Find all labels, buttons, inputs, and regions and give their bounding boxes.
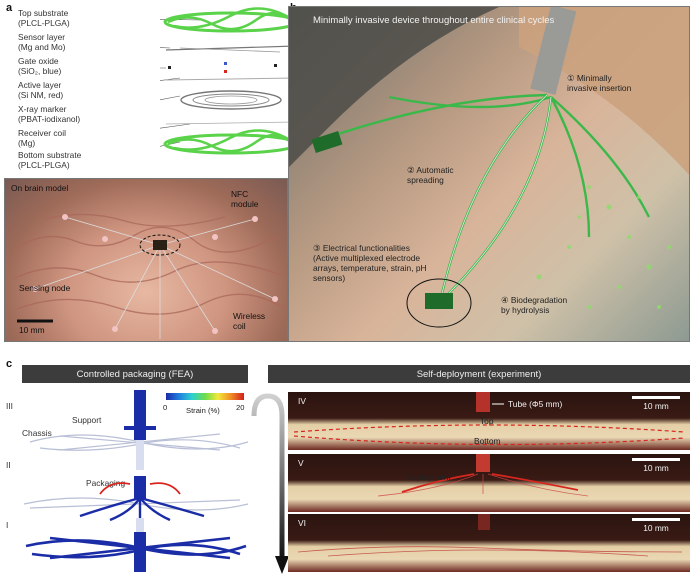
panel-letter-c: c [6, 358, 13, 370]
panel-letter-a: a [6, 2, 13, 14]
brain-model-title: On brain model [11, 183, 69, 193]
experiment-v-drawing [377, 454, 589, 497]
active-layer [165, 77, 297, 81]
fea-simulation-stages [23, 390, 249, 572]
layer-label-receiver-coil: Receiver coil(Mg) [18, 128, 66, 148]
bottom-substrate-layer [163, 129, 299, 155]
sensing-node-label: Sensing node [19, 283, 71, 293]
electrode-callout [406, 278, 472, 328]
layer-label-sensor-layer: Sensor layer(Mg and Mo) [18, 32, 66, 52]
step-electrical-functionalities: ③ Electrical functionalities (Active mul… [313, 243, 427, 283]
xray-marker-layer [180, 90, 282, 110]
stage-label-i: I [6, 520, 9, 530]
scale-bar-v: 10 mm [632, 458, 680, 473]
experiment-label-v: V [298, 458, 304, 468]
experiment-photo-iv: IV Tube (Φ5 mm) Top Bottom 10 mm [288, 392, 690, 450]
packaging-arrow-right [149, 482, 181, 495]
experiment-label-iv: IV [298, 396, 306, 406]
colorbar-label: Strain (%) [186, 406, 220, 415]
layer-label-bottom-substrate: Bottom substrate(PLCL-PLGA) [18, 150, 82, 170]
sequence-arrow [251, 393, 288, 574]
support-label: Support [72, 415, 102, 425]
receiver-coil-layer [165, 121, 297, 125]
layer-label-xray-marker: X-ray marker(PBAT-iodixanol) [18, 104, 81, 124]
sensor-layer [165, 45, 297, 53]
deployment-arrow-right [491, 473, 579, 491]
layer-label-active-layer: Active layer(Si NM, red) [18, 80, 64, 100]
packaging-label: Packaging [86, 478, 126, 488]
scale-bar-vi: 10 mm [632, 518, 680, 533]
experiment-photo-v: V Deployment 10 mm [288, 454, 690, 512]
exploded-layer-stack [160, 7, 299, 155]
deployment-arrow-left [401, 473, 475, 493]
brain-model-illustration [12, 213, 286, 339]
stage-label-ii: II [6, 460, 11, 470]
experiment-label-vi: VI [298, 518, 306, 528]
tube-label: Tube (Φ5 mm) [508, 399, 563, 409]
experiment-vi-drawing [297, 514, 683, 557]
gate-oxide-layer [168, 62, 277, 73]
chassis-label: Chassis [22, 428, 52, 438]
top-label: Top [480, 416, 494, 426]
experiment-photo-vi: VI 10 mm [288, 514, 690, 572]
banner-self-deployment: Self-deployment (experiment) [268, 365, 690, 383]
colorbar-min: 0 [163, 403, 168, 412]
colorbar-max: 20 [236, 403, 245, 412]
clinical-cycle-illustration: Minimally invasive device throughout ent… [288, 6, 690, 342]
insertion-tube [530, 7, 577, 95]
strain-colorbar [166, 393, 244, 400]
electrode-array [425, 293, 453, 309]
layer-label-top-substrate: Top substrate(PLCL-PLGA) [18, 8, 70, 28]
packaging-arrow-left [99, 482, 131, 495]
stage-label-iii: III [6, 401, 13, 411]
fea-stage-iii [29, 390, 249, 470]
bottom-label: Bottom [474, 436, 501, 446]
fea-stage-ii [23, 476, 249, 538]
device-rendering [289, 7, 689, 328]
spread-electrode [311, 131, 343, 153]
fea-stage-i [25, 532, 247, 572]
nfc-module-outline [139, 234, 181, 256]
banner-controlled-packaging: Controlled packaging (FEA) [22, 365, 248, 383]
panel-b-title: Minimally invasive device throughout ent… [313, 15, 555, 26]
layer-label-gate-oxide: Gate oxide(SiO₂, blue) [18, 56, 62, 76]
experiment-iv-drawing [293, 392, 685, 446]
nfc-module-chip [153, 240, 167, 250]
scale-bar-iv: 10 mm [632, 396, 680, 411]
deployment-label: Deployment [406, 472, 451, 482]
brain-scale-label: 10 mm [19, 325, 45, 335]
